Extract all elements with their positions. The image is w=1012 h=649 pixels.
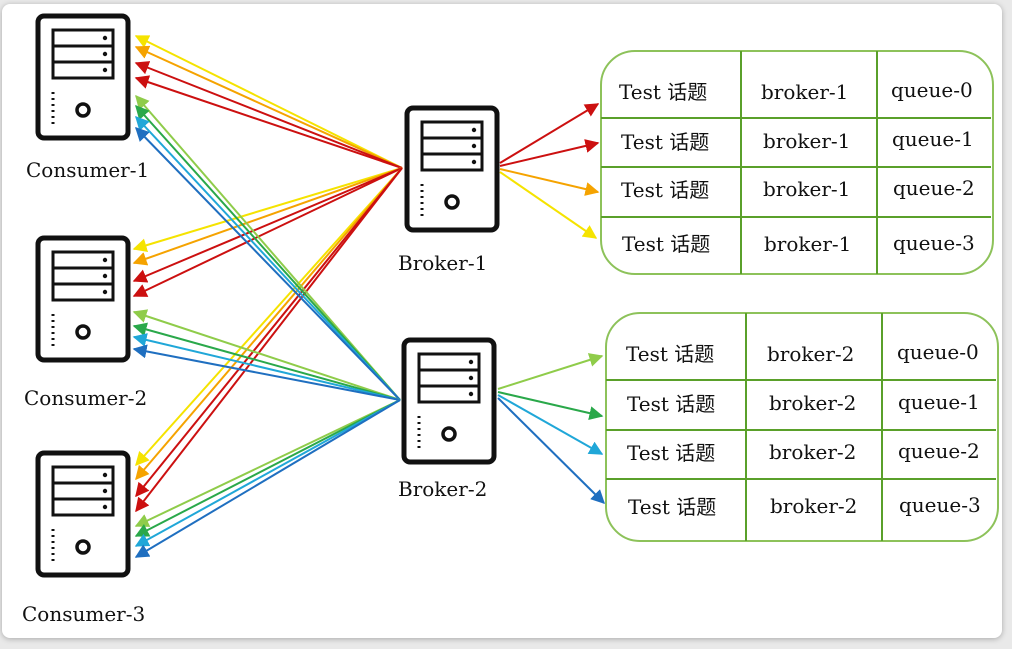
broker-2-queue-arrows: [497, 353, 605, 504]
table-row: Test 话题 broker-1 queue-3: [622, 231, 975, 256]
broker-1-queue-arrows: [499, 103, 600, 239]
broker-cell: broker-2: [769, 440, 856, 464]
queue-cell: queue-1: [898, 390, 980, 414]
broker-2-server-icon: [401, 337, 497, 465]
table-row: Test 话题 broker-1 queue-1: [621, 127, 974, 154]
consumer-2-server-icon: [35, 235, 131, 363]
consumer-3-server-icon: [35, 450, 131, 578]
queue-cell: queue-0: [891, 78, 973, 102]
broker-cell: broker-1: [764, 232, 851, 256]
consumer-3-label: Consumer-3: [22, 602, 145, 626]
consumer-2-label: Consumer-2: [24, 386, 147, 410]
topic-cell: Test 话题: [626, 342, 714, 366]
topic-cell: Test 话题: [621, 130, 709, 154]
topic-cell: Test 话题: [628, 495, 716, 519]
broker-1-queue-table: Test 话题 broker-1 queue-0 Test 话题 broker-…: [600, 50, 994, 275]
broker-cell: broker-1: [763, 129, 850, 153]
broker-cell: broker-1: [761, 80, 848, 104]
table-row: Test 话题 broker-1 queue-2: [621, 176, 975, 202]
consumer-1-server-icon: [35, 13, 131, 141]
broker-cell: broker-2: [769, 391, 856, 415]
broker-2-queue-table: Test 话题 broker-2 queue-0 Test 话题 broker-…: [605, 312, 999, 542]
table-row: Test 话题 broker-2 queue-1: [627, 390, 980, 416]
broker-2-label: Broker-2: [398, 477, 487, 501]
broker-cell: broker-2: [770, 494, 857, 518]
broker-1-consumer-arrows: [132, 35, 403, 513]
topic-cell: Test 话题: [619, 80, 707, 104]
table-row: Test 话题 broker-1 queue-0: [619, 78, 973, 104]
broker-cell: broker-1: [763, 177, 850, 201]
broker-cell: broker-2: [767, 342, 854, 366]
topic-cell: Test 话题: [621, 178, 709, 202]
queue-cell: queue-1: [892, 127, 974, 151]
consumer-1-label: Consumer-1: [26, 158, 149, 182]
broker-2-consumer-arrows: [132, 94, 401, 558]
broker-1-label: Broker-1: [398, 251, 487, 275]
queue-cell: queue-0: [897, 340, 979, 364]
topic-cell: Test 话题: [627, 392, 715, 416]
topic-cell: Test 话题: [627, 441, 715, 465]
broker-1-server-icon: [404, 105, 500, 233]
queue-cell: queue-3: [893, 231, 975, 255]
table-row: Test 话题 broker-2 queue-0: [626, 340, 979, 366]
queue-cell: queue-2: [898, 439, 980, 463]
table-row: Test 话题 broker-2 queue-2: [627, 439, 980, 465]
queue-cell: queue-2: [893, 176, 975, 200]
table-row: Test 话题 broker-2 queue-3: [628, 493, 981, 519]
queue-cell: queue-3: [899, 493, 981, 517]
topic-cell: Test 话题: [622, 232, 710, 256]
